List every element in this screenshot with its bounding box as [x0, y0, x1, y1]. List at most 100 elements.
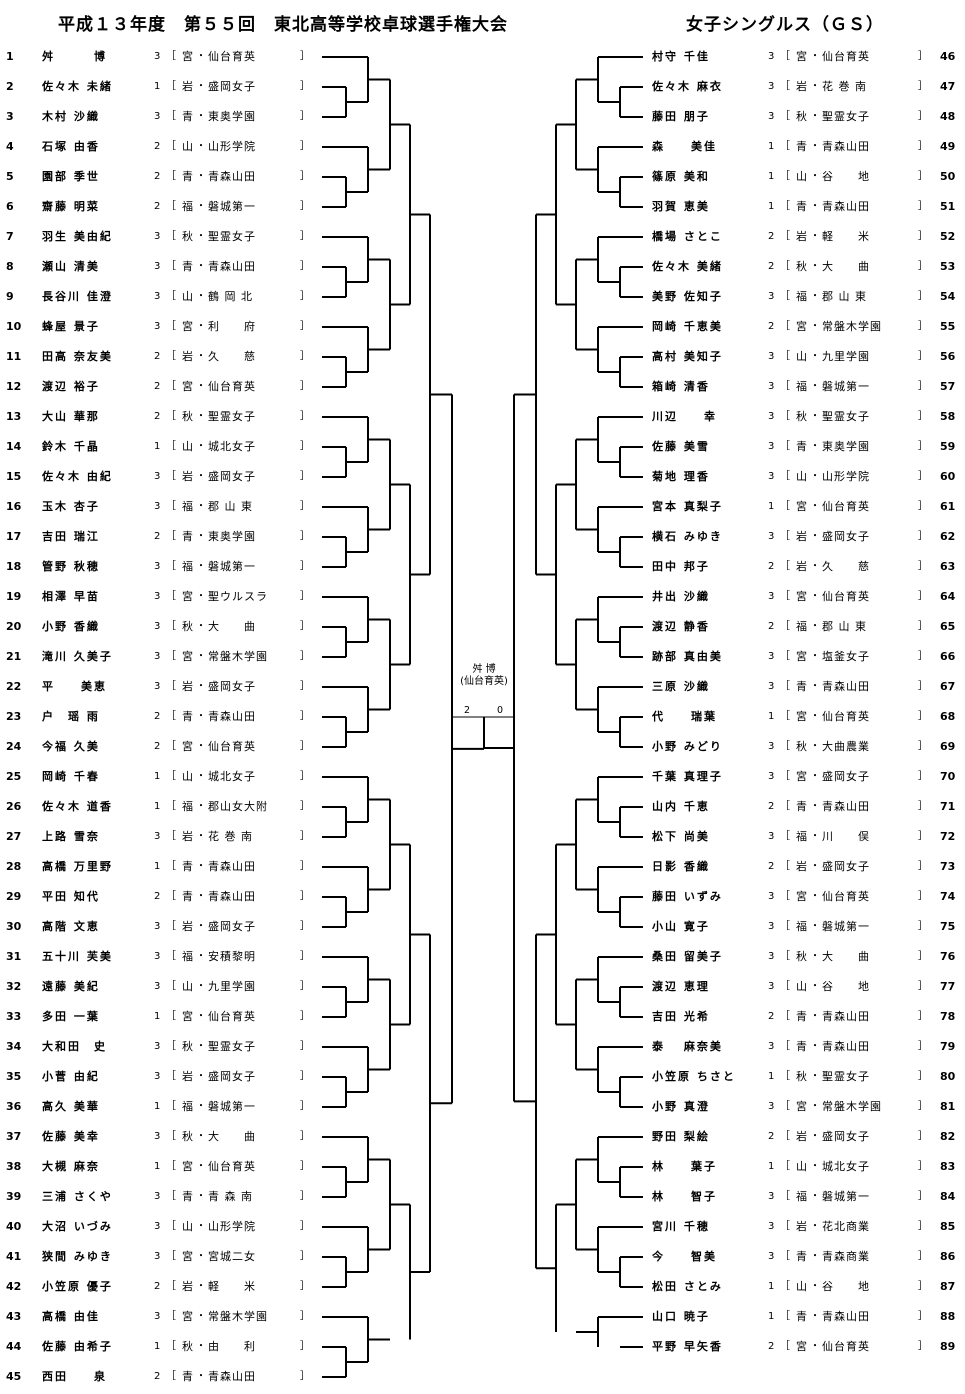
- player-school: 磐城第一: [822, 1190, 870, 1203]
- bracket-close: ］: [300, 201, 310, 212]
- bracket-close: ］: [918, 741, 928, 752]
- player-name: 橋場 さとこ: [652, 230, 723, 243]
- player-grade: 3: [154, 1041, 161, 1052]
- player-school: 常盤木学園: [822, 1100, 882, 1113]
- player-school: 磐城第一: [208, 200, 256, 213]
- separator: ・: [810, 141, 820, 152]
- player-prefecture: 宮: [182, 590, 194, 603]
- bracket-open: ［: [166, 471, 176, 482]
- player-name: 舛 博: [42, 50, 107, 63]
- bracket-close: ］: [300, 561, 310, 572]
- player-prefecture: 宮: [796, 890, 808, 903]
- separator: ・: [196, 171, 206, 182]
- player-name: 園部 季世: [42, 170, 100, 183]
- player-name: 高階 文恵: [42, 920, 100, 933]
- player-school: 青森山田: [822, 1040, 870, 1053]
- player-school: 常盤木学園: [208, 650, 268, 663]
- player-name: 渡辺 裕子: [42, 380, 100, 393]
- player-school: 青森山田: [208, 1370, 256, 1383]
- player-prefecture: 山: [796, 1280, 808, 1293]
- player-name: 佐々木 美緒: [652, 260, 723, 273]
- bracket-open: ［: [780, 771, 790, 782]
- separator: ・: [196, 471, 206, 482]
- separator: ・: [196, 261, 206, 272]
- separator: ・: [810, 621, 820, 632]
- separator: ・: [196, 1281, 206, 1292]
- player-grade: 1: [154, 1341, 161, 1352]
- player-prefecture: 青: [796, 800, 808, 813]
- player-number: 89: [940, 1340, 956, 1353]
- bracket-close: ］: [918, 381, 928, 392]
- player-prefecture: 岩: [182, 920, 194, 933]
- player-number: 40: [6, 1220, 22, 1233]
- bracket-close: ］: [300, 81, 310, 92]
- bracket-open: ［: [780, 1011, 790, 1022]
- player-name: 三浦 さくや: [42, 1190, 113, 1203]
- bracket-close: ］: [918, 981, 928, 992]
- player-grade: 3: [154, 471, 161, 482]
- player-number: 42: [6, 1280, 22, 1293]
- player-name: 佐々木 由紀: [42, 470, 113, 483]
- separator: ・: [196, 381, 206, 392]
- player-school: 利 府: [208, 320, 256, 333]
- separator: ・: [810, 111, 820, 122]
- bracket-open: ［: [166, 1281, 176, 1292]
- player-name: 平田 知代: [42, 890, 100, 903]
- tournament-title: 平成１３年度 第５５回 東北高等学校卓球選手権大会: [58, 15, 508, 35]
- player-number: 31: [6, 950, 22, 963]
- player-name: 森 美佳: [652, 140, 717, 153]
- player-school: 久 慈: [822, 560, 870, 573]
- player-number: 7: [6, 230, 14, 243]
- bracket-close: ］: [300, 1101, 310, 1112]
- player-prefecture: 秋: [182, 1130, 194, 1143]
- separator: ・: [810, 1251, 820, 1262]
- player-grade: 3: [154, 51, 161, 62]
- player-school: 大 曲: [822, 260, 870, 273]
- player-school: 軽 米: [208, 1280, 256, 1293]
- player-grade: 1: [768, 1311, 775, 1322]
- player-number: 70: [940, 770, 956, 783]
- player-school: 磐城第一: [822, 920, 870, 933]
- player-name: 田中 邦子: [652, 560, 710, 573]
- bracket-close: ］: [300, 381, 310, 392]
- player-grade: 3: [768, 381, 775, 392]
- player-number: 59: [940, 440, 956, 453]
- player-name: 千葉 真理子: [652, 770, 723, 783]
- bracket-close: ］: [300, 1341, 310, 1352]
- player-grade: 2: [154, 381, 161, 392]
- player-grade: 3: [768, 1221, 775, 1232]
- separator: ・: [196, 81, 206, 92]
- bracket-close: ］: [918, 141, 928, 152]
- player-prefecture: 青: [796, 440, 808, 453]
- bracket-open: ［: [780, 1281, 790, 1292]
- separator: ・: [810, 291, 820, 302]
- player-school: 青 森 南: [208, 1190, 253, 1203]
- separator: ・: [810, 951, 820, 962]
- player-prefecture: 山: [182, 980, 194, 993]
- bracket-open: ［: [780, 1041, 790, 1052]
- player-name: 渡辺 静香: [652, 620, 710, 633]
- bracket-open: ［: [780, 321, 790, 332]
- player-name: 西田 泉: [42, 1370, 107, 1383]
- player-prefecture: 宮: [182, 740, 194, 753]
- bracket-open: ［: [166, 1311, 176, 1322]
- player-grade: 3: [768, 981, 775, 992]
- player-grade: 3: [768, 951, 775, 962]
- bracket-close: ］: [300, 891, 310, 902]
- bracket-close: ］: [918, 531, 928, 542]
- player-grade: 3: [768, 531, 775, 542]
- player-number: 22: [6, 680, 22, 693]
- bracket-close: ］: [918, 261, 928, 272]
- player-school: 聖霊女子: [822, 1070, 870, 1083]
- player-school: 大 曲: [208, 1130, 256, 1143]
